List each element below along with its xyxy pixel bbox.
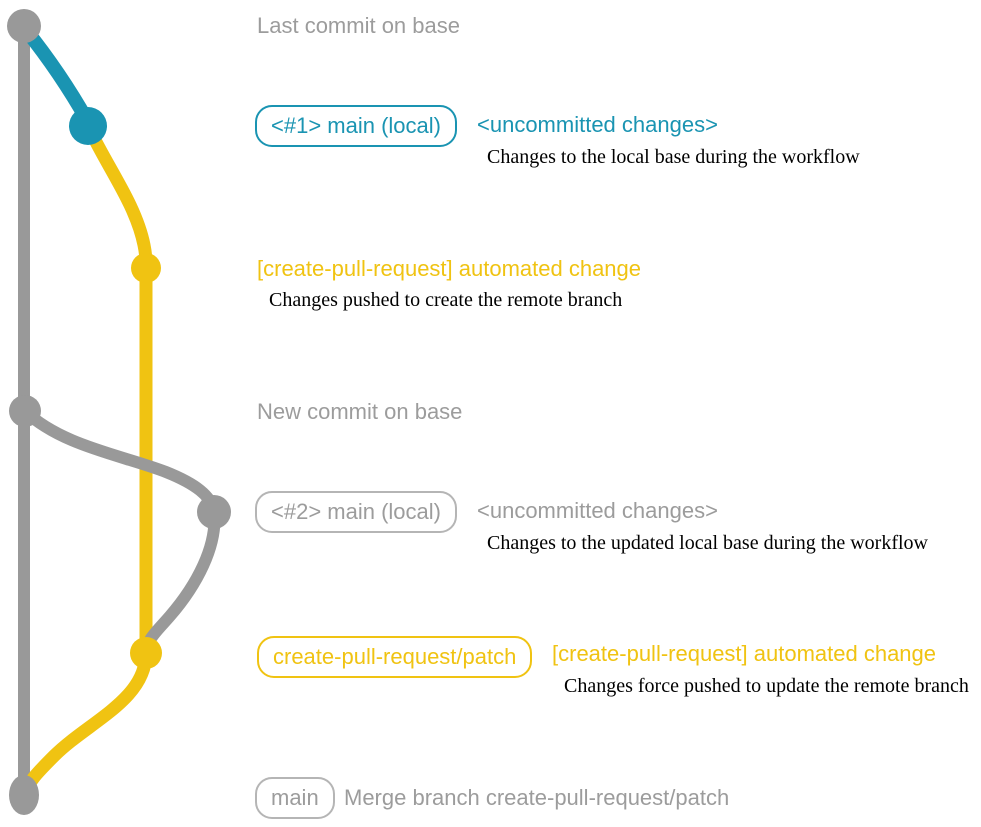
commit-automated-change-1: [131, 253, 161, 283]
commit-last-base: [7, 9, 41, 43]
last-commit-label: Last commit on base: [257, 13, 460, 38]
commit-new-base: [9, 395, 41, 427]
updated-local-branch-line: [20, 406, 220, 513]
uncommitted-changes-title-1: <uncommitted changes>: [477, 112, 718, 137]
remote-branch-line-upper: [84, 127, 153, 653]
branch-badge-main-local-1: <#1> main (local): [255, 105, 457, 147]
rebase-line: [140, 510, 221, 654]
uncommitted-changes-desc-1: Changes to the local base during the wor…: [487, 146, 860, 168]
commit-merge: [9, 775, 39, 815]
uncommitted-changes-desc-2: Changes to the updated local base during…: [487, 532, 928, 554]
merge-commit-message: Merge branch create-pull-request/patch: [344, 785, 730, 810]
automated-change-desc-1: Changes pushed to create the remote bran…: [269, 289, 623, 311]
branch-badge-main-local-2: <#2> main (local): [255, 491, 457, 533]
branch-badge-main: main: [255, 777, 335, 819]
commit-main-local-1: [69, 107, 107, 145]
local-branch-line: [20, 25, 94, 124]
commit-main-local-2: [197, 495, 231, 529]
git-graph: [7, 9, 231, 815]
new-commit-label: New commit on base: [257, 399, 463, 424]
commit-automated-change-2: [130, 637, 162, 669]
automated-change-title-2: [create-pull-request] automated change: [552, 641, 937, 666]
automated-change-title-1: [create-pull-request] automated change: [257, 256, 642, 281]
remote-branch-merge-line: [17, 652, 153, 798]
automated-change-desc-2: Changes force pushed to update the remot…: [564, 675, 969, 697]
branch-badge-create-pull-request-patch: create-pull-request/patch: [257, 636, 533, 678]
uncommitted-changes-title-2: <uncommitted changes>: [477, 498, 718, 523]
